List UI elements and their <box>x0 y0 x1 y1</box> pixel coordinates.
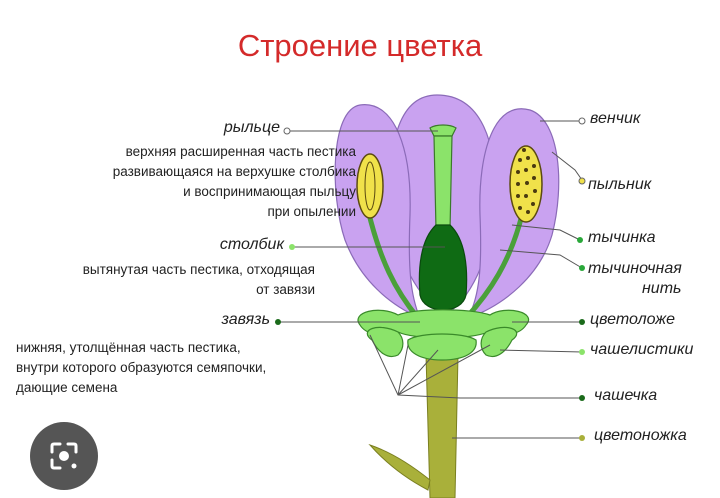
filament-left <box>365 209 420 320</box>
label-anther: пыльник <box>588 176 652 193</box>
filament-right <box>464 214 525 320</box>
label-ovary: завязь <box>221 311 270 328</box>
label-filament-2: нить <box>642 280 682 297</box>
stem-leaf <box>368 443 431 491</box>
label-pedicel: цветоножка <box>594 427 687 444</box>
label-filament: тычиночная <box>588 260 682 277</box>
label-calyx: чашечка <box>594 387 658 404</box>
desc-stigma: верхняя расширенная часть пестика развив… <box>112 144 356 219</box>
desc-style: вытянутая часть пестика, отходящая от за… <box>82 262 315 297</box>
lens-button[interactable] <box>30 422 98 490</box>
pedicel-stem <box>425 354 459 498</box>
pistil-style <box>433 135 453 231</box>
sepals <box>366 326 404 358</box>
diagram-title: Строение цветка <box>237 28 483 63</box>
label-sepals: чашелистики <box>590 341 694 358</box>
pollen-dots <box>516 148 537 214</box>
anther-left <box>356 153 384 219</box>
lens-icon <box>50 442 78 470</box>
pistil-ovary <box>418 224 468 311</box>
desc-ovary: нижняя, утолщённая часть пестика, внутри… <box>16 340 267 395</box>
pistil-stigma <box>429 124 457 137</box>
label-stamen: тычинка <box>588 229 656 246</box>
label-stigma: рыльце <box>223 119 280 136</box>
label-corolla: венчик <box>590 110 641 127</box>
label-receptacle: цветоложе <box>590 311 676 328</box>
label-style: столбик <box>219 236 284 253</box>
